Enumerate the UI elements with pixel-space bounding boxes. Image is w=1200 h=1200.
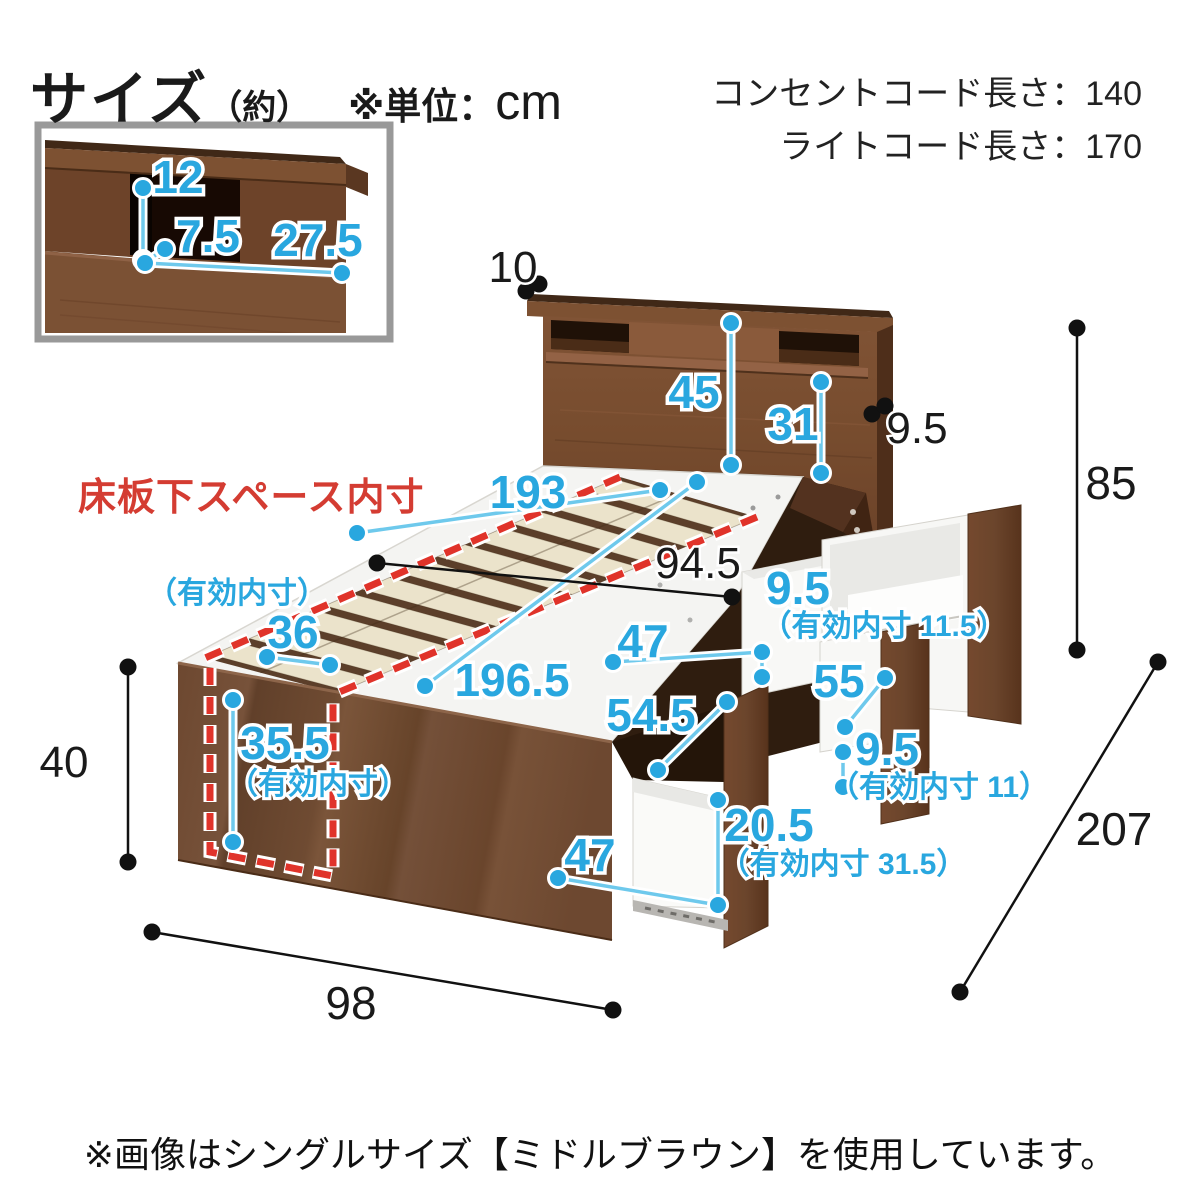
dim-deck-length: 196.5: [454, 654, 569, 706]
dim-drawer-mid-depth: 9.5: [855, 723, 919, 775]
dim-deck-inner-width: 94.5: [655, 539, 741, 588]
title-approx-note: （約）: [208, 89, 311, 127]
unit-prefix: ※単位：: [348, 86, 496, 127]
dim-slot-height: 12: [152, 151, 203, 203]
dim-slot-width: 27.5: [273, 214, 363, 266]
dim-drawer-top-width: 47: [617, 615, 668, 667]
unit-value: cm: [495, 74, 562, 130]
inset-border: [34, 121, 394, 343]
dim-drawer-top-depth: 9.5: [766, 562, 830, 614]
dim-headboard-depth: 9.5: [886, 404, 947, 453]
dim-slot-offset: 7.5: [176, 210, 240, 262]
drawer-lower-left: [612, 683, 769, 949]
drawer-area: [612, 477, 1022, 949]
dim-bed-length: 207: [1076, 803, 1153, 855]
dim-under-slat-length: 193: [490, 466, 567, 518]
dim-rail-length: 55: [813, 655, 864, 707]
note-foot-inner: （有効内寸）: [228, 767, 408, 801]
note-drawer-low: （有効内寸 31.5）: [720, 847, 967, 881]
dim-headboard-inner: 45: [668, 366, 719, 418]
dim-drawer-low-width: 47: [564, 829, 615, 881]
note-drawer-mid: （有効内寸 11）: [829, 770, 1049, 804]
cyan-dimension-lines: [132, 177, 896, 916]
slat-boards: [210, 478, 754, 691]
dim-shelf-height: 31: [767, 398, 818, 450]
page-title: サイズ: [30, 67, 209, 132]
dim-drawer-low-depth: 20.5: [724, 799, 814, 851]
labels: 床板下スペース内寸 12 7.5 27.5 45 31 193 （有効内寸） 3…: [37, 148, 1155, 1032]
dim-top-gap: 10: [489, 243, 538, 292]
unit-note: ※単位：cm: [348, 74, 562, 130]
cord-length-notes: コンセントコード長さ：140 ライトコード長さ：170: [711, 68, 1142, 173]
outlet-cord-note: コンセントコード長さ：140: [711, 75, 1142, 113]
dim-bed-width: 98: [325, 977, 376, 1029]
black-dimension-lines: [119, 275, 1167, 1019]
under-slat-space-label: 床板下スペース内寸: [78, 477, 424, 519]
dim-side-height: 40: [40, 738, 89, 787]
header: サイズ（約） ※単位：cm: [30, 52, 562, 136]
dim-total-height: 85: [1085, 457, 1136, 509]
note-drawer-top: （有効内寸 11.5）: [761, 609, 1006, 643]
dim-drawer-mid-length: 54.5: [606, 689, 696, 741]
corner-rail: [790, 477, 866, 532]
footer-note: ※画像はシングルサイズ【ミドルブラウン】を使用しています。: [83, 1134, 1117, 1175]
effective-note-left: （有効内寸）: [147, 576, 327, 610]
dim-under-slat-width: 36: [267, 606, 318, 658]
light-cord-note: ライトコード長さ：170: [779, 127, 1142, 166]
dim-foot-inner-height: 35.5: [240, 717, 330, 769]
